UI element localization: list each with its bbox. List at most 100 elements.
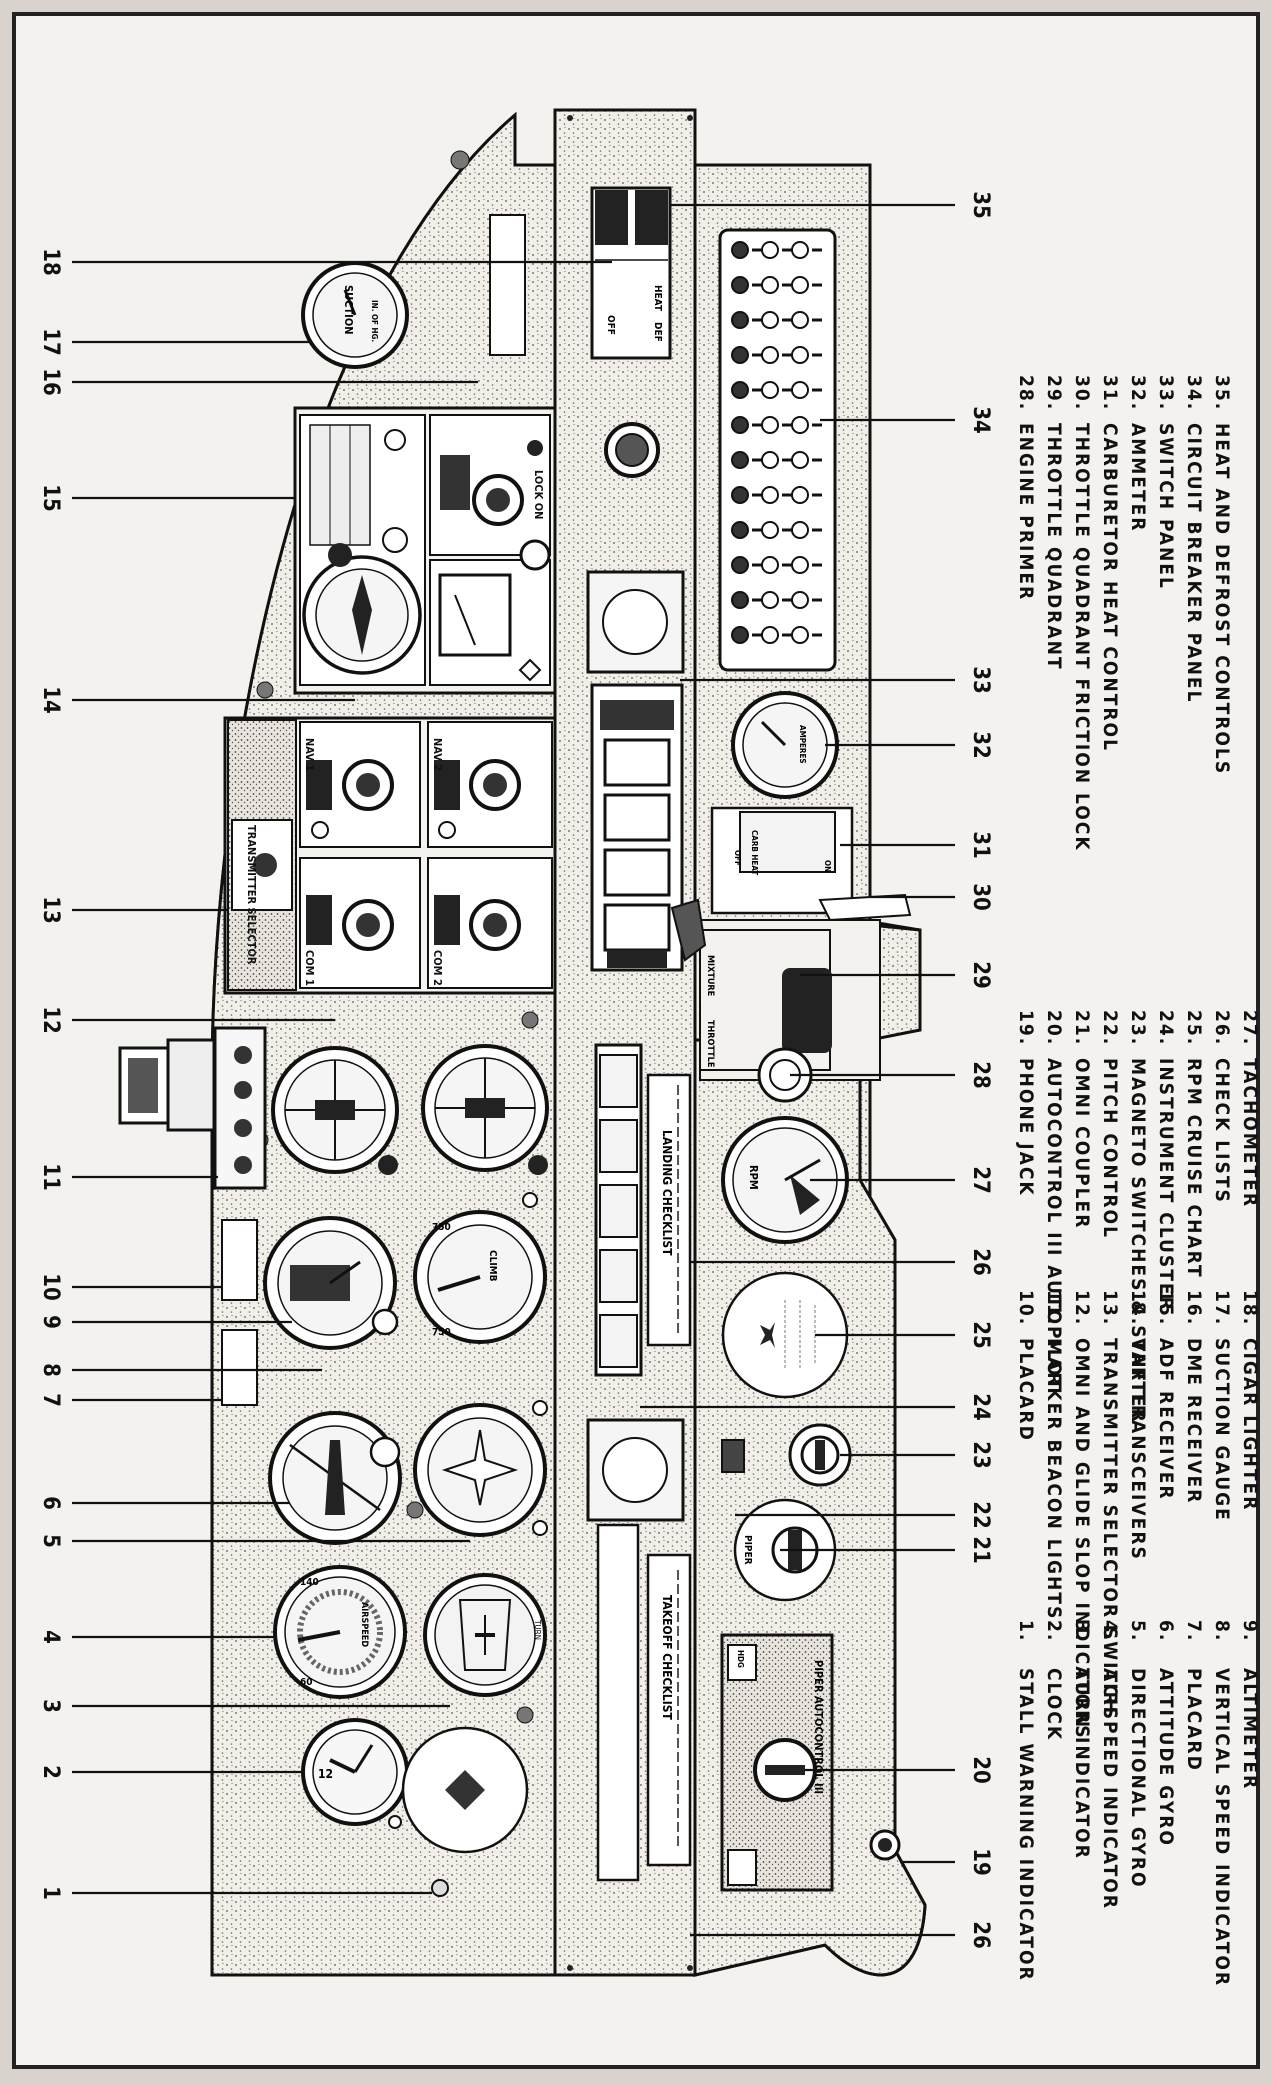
airspeed-label: AIRSPEED — [359, 1602, 369, 1647]
piper-label: PIPER — [742, 1535, 753, 1565]
lock-on-label: LOCK ON — [532, 470, 545, 519]
legend-item-number: 7. — [1183, 1620, 1205, 1642]
engine-primer — [757, 1047, 813, 1103]
callout-number-left: 18 — [38, 248, 63, 276]
directional-gyro — [413, 1400, 548, 1537]
breaker-button — [791, 626, 809, 644]
legend-item-label: SWITCH PANEL — [1155, 423, 1177, 590]
breaker-button — [761, 521, 779, 539]
off-label-heat: OFF — [605, 315, 616, 335]
legend-item-label: TURN INDICATOR — [1071, 1668, 1093, 1860]
callout-number-left: 7 — [38, 1393, 63, 1407]
callout-number-left: 8 — [38, 1363, 63, 1377]
legend-item-label: PLACARD — [1015, 1338, 1037, 1442]
callout-number-left: 2 — [38, 1765, 63, 1779]
callout-number-right: 26 — [968, 1248, 993, 1276]
legend-item-number: 16. — [1183, 1290, 1205, 1326]
callout-number-right: 21 — [968, 1536, 993, 1564]
legend-item-label: CHECK LISTS — [1211, 1058, 1233, 1204]
legend-item-number: 23. — [1127, 1010, 1149, 1046]
legend-item-label: CIRCUIT BREAKER PANEL — [1183, 423, 1205, 703]
legend-item-label: CLOCK — [1043, 1668, 1065, 1741]
breaker-button — [731, 416, 749, 434]
rpm-label: RPM — [747, 1165, 760, 1190]
legend-item-number: 2. — [1043, 1620, 1065, 1642]
callout-number-left: 3 — [38, 1699, 63, 1713]
breaker-button — [761, 346, 779, 364]
callout-number-left: 5 — [38, 1534, 63, 1548]
svg-text:60: 60 — [300, 1677, 313, 1688]
legend-item-number: 17. — [1211, 1290, 1233, 1326]
takeoff-checklist-label: TAKEOFF CHECKLIST — [660, 1595, 674, 1721]
heat-label: HEAT — [652, 285, 663, 312]
legend-item-label: AIRSPEED INDICATOR — [1099, 1668, 1121, 1910]
legend-item-number: 33. — [1155, 375, 1177, 411]
legend-item-number: 8. — [1211, 1620, 1233, 1642]
cigar-lighter — [604, 422, 660, 478]
callout-number-right: 19 — [968, 1848, 993, 1876]
carburetor-heat-control: CARB HEAT OFF ON — [710, 806, 854, 915]
top-placard — [489, 214, 526, 356]
callout-number-right: 20 — [968, 1756, 993, 1784]
pitch-control — [721, 1439, 745, 1473]
turn-indicator: TURN — [423, 1573, 547, 1697]
callout-number-right: 31 — [968, 831, 993, 859]
attitude-gyro — [268, 1411, 402, 1545]
omni-indicator-1 — [271, 1046, 399, 1175]
transmitter-selector-label: TRANSMITTER SELECTOR — [245, 825, 258, 965]
legend-item-label: CARBURETOR HEAT CONTROL — [1099, 423, 1121, 752]
breaker-button — [731, 626, 749, 644]
breaker-button — [791, 311, 809, 329]
callout-number-left: 6 — [38, 1496, 63, 1510]
takeoff-checklist-placard: TAKEOFF CHECKLIST — [596, 1523, 692, 1882]
svg-text:750: 750 — [432, 1222, 451, 1233]
carb-heat-label: CARB HEAT — [750, 830, 759, 875]
nav2-label: NAV 2 — [431, 738, 444, 771]
legend-item-number: 11. — [1043, 1290, 1065, 1326]
breaker-button — [731, 311, 749, 329]
legend-item-label: DIRECTIONAL GYRO — [1127, 1668, 1149, 1889]
switch-panel — [590, 683, 684, 972]
adf-dme-stack: LOCK ON — [293, 406, 557, 695]
legend-item-label: PHONE JACK — [1015, 1058, 1037, 1197]
legend-item-number: 14. — [1127, 1290, 1149, 1326]
com1-label: COM 1 — [303, 950, 316, 986]
breaker-button — [791, 591, 809, 609]
breaker-button — [761, 556, 779, 574]
throttle-quadrant: MIXTURE THROTTLE — [670, 893, 912, 1071]
omni-indicator-2 — [421, 1044, 549, 1175]
breaker-button — [791, 346, 809, 364]
legend-item-label: ATTITUDE GYRO — [1155, 1668, 1177, 1847]
legend-item-number: 9. — [1239, 1620, 1261, 1642]
breaker-button — [761, 451, 779, 469]
suction-label: SUCTION — [342, 285, 355, 335]
landing-checklist-label: LANDING CHECKLIST — [660, 1130, 674, 1256]
legend-item-number: 10. — [1015, 1290, 1037, 1326]
breaker-button — [761, 276, 779, 294]
legend-item-label: TRANSMITTER SELECTOR SWITCH — [1099, 1338, 1121, 1715]
breaker-button — [791, 416, 809, 434]
vacuum-instrument — [401, 1726, 529, 1854]
clock-instrument: 12 — [301, 1718, 409, 1829]
legend-item-label: PITCH CONTROL — [1099, 1058, 1121, 1239]
breaker-button — [791, 381, 809, 399]
legend-item-number: 26. — [1211, 1010, 1233, 1046]
piper-autocontrol-label: PIPER AUTOCONTROL III — [812, 1660, 825, 1794]
breaker-button — [761, 241, 779, 259]
legend-item-number: 29. — [1043, 375, 1065, 411]
com2-label: COM 2 — [431, 950, 444, 986]
callout-number-left: 14 — [38, 686, 63, 714]
legend-item-number: 19. — [1015, 1010, 1037, 1046]
phone-jack — [869, 1829, 901, 1861]
legend-item-label: CIGAR LIGHTER — [1239, 1338, 1261, 1511]
legend-item-label: SUCTION GAUGE — [1211, 1338, 1233, 1522]
legend-item-label: MAGNETO SWITCHES & STARTER — [1127, 1058, 1149, 1424]
on-label-carb: ON — [823, 860, 832, 872]
breaker-button — [791, 521, 809, 539]
breaker-button — [761, 486, 779, 504]
center-square-instrument — [586, 570, 685, 674]
legend-item-label: RPM CRUISE CHART — [1183, 1058, 1205, 1279]
breaker-button — [731, 591, 749, 609]
